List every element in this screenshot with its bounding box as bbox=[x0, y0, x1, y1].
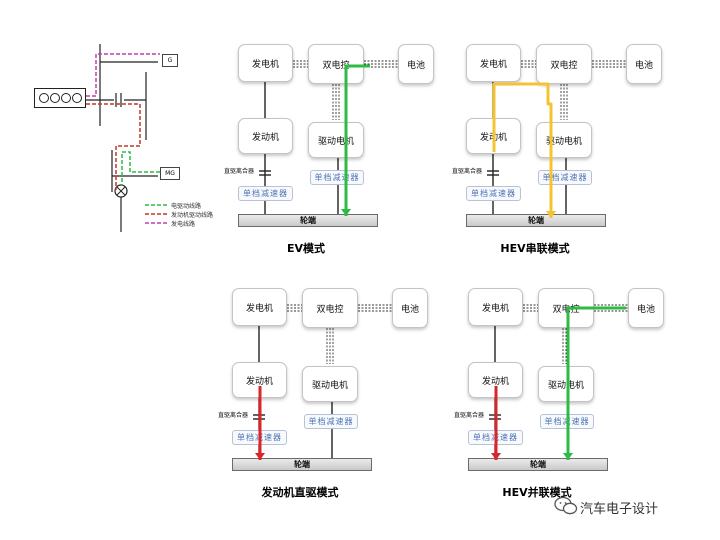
generator-box: 发电机 bbox=[468, 288, 523, 326]
caption-hev-parallel-mode: HEV并联模式 bbox=[502, 486, 572, 499]
engine-gearbox-box: 单档减速器 bbox=[466, 186, 521, 201]
cylinder-icon bbox=[38, 93, 49, 103]
battery-box: 电池 bbox=[628, 288, 664, 328]
legend-label-electric: 电驱动线路 bbox=[171, 203, 202, 210]
engine-block-icon bbox=[34, 88, 86, 108]
engine-gearbox-box: 单档减速器 bbox=[232, 430, 287, 445]
dual-controller-box: 双电控 bbox=[536, 44, 592, 84]
engine-box: 发动机 bbox=[466, 118, 521, 154]
motor-gearbox-box: 单档减速器 bbox=[538, 170, 592, 185]
battery-box: 电池 bbox=[398, 44, 434, 84]
cylinder-icon bbox=[60, 93, 71, 103]
dual-controller-box: 双电控 bbox=[308, 44, 364, 84]
engine-drive-path bbox=[86, 103, 141, 190]
wheel-end-bar: 轮端 bbox=[232, 458, 372, 471]
wheel-end-bar: 轮端 bbox=[468, 458, 608, 471]
dual-controller-box: 双电控 bbox=[302, 288, 358, 328]
drive-motor-box: 驱动电机 bbox=[302, 366, 358, 402]
clutch-label: 直驱离合器 bbox=[218, 412, 249, 419]
motor-gearbox-box: 单档减速器 bbox=[310, 170, 364, 185]
clutch-label: 直驱离合器 bbox=[454, 412, 485, 419]
caption-hev-series-mode: HEV串联模式 bbox=[500, 242, 570, 255]
clutch-label: 直驱离合器 bbox=[452, 168, 483, 175]
electric-drive-path bbox=[121, 151, 160, 186]
drive-motor-box: 驱动电机 bbox=[538, 366, 594, 402]
engine-box: 发动机 bbox=[468, 362, 523, 398]
watermark-text: 汽车电子设计 bbox=[580, 502, 659, 517]
generator-icon: G bbox=[162, 54, 178, 67]
dual-controller-box: 双电控 bbox=[538, 288, 594, 328]
motor-gearbox-box: 单档减速器 bbox=[304, 414, 358, 429]
motor-gearbox-box: 单档减速器 bbox=[540, 414, 594, 429]
battery-box: 电池 bbox=[626, 44, 662, 84]
engine-gearbox-box: 单档减速器 bbox=[468, 430, 523, 445]
wechat-icon bbox=[554, 496, 578, 515]
cylinder-icon bbox=[49, 93, 60, 103]
engine-gearbox-box: 单档减速器 bbox=[238, 186, 293, 201]
generator-box: 发电机 bbox=[466, 44, 521, 82]
motor-generator-icon: MG bbox=[160, 167, 180, 180]
generator-box: 发电机 bbox=[232, 288, 287, 326]
generation-path bbox=[86, 53, 160, 97]
battery-box: 电池 bbox=[392, 288, 428, 328]
legend-label-generation: 发电线路 bbox=[171, 221, 196, 228]
differential-cross-b bbox=[116, 186, 126, 196]
generator-box: 发电机 bbox=[238, 44, 293, 82]
clutch-label: 直驱离合器 bbox=[224, 168, 255, 175]
legend-label-engine: 发动机驱动线路 bbox=[171, 212, 214, 219]
engine-box: 发动机 bbox=[238, 118, 293, 154]
caption-engine-direct-mode: 发动机直驱模式 bbox=[261, 486, 339, 499]
drive-motor-box: 驱动电机 bbox=[308, 122, 364, 158]
engine-box: 发动机 bbox=[232, 362, 287, 398]
overview-lines bbox=[86, 44, 168, 232]
wheel-end-bar: 轮端 bbox=[238, 214, 378, 227]
cylinder-icon bbox=[71, 93, 82, 103]
drive-motor-box: 驱动电机 bbox=[536, 122, 592, 158]
wheel-end-bar: 轮端 bbox=[466, 214, 606, 227]
caption-ev-mode: EV模式 bbox=[286, 242, 326, 255]
